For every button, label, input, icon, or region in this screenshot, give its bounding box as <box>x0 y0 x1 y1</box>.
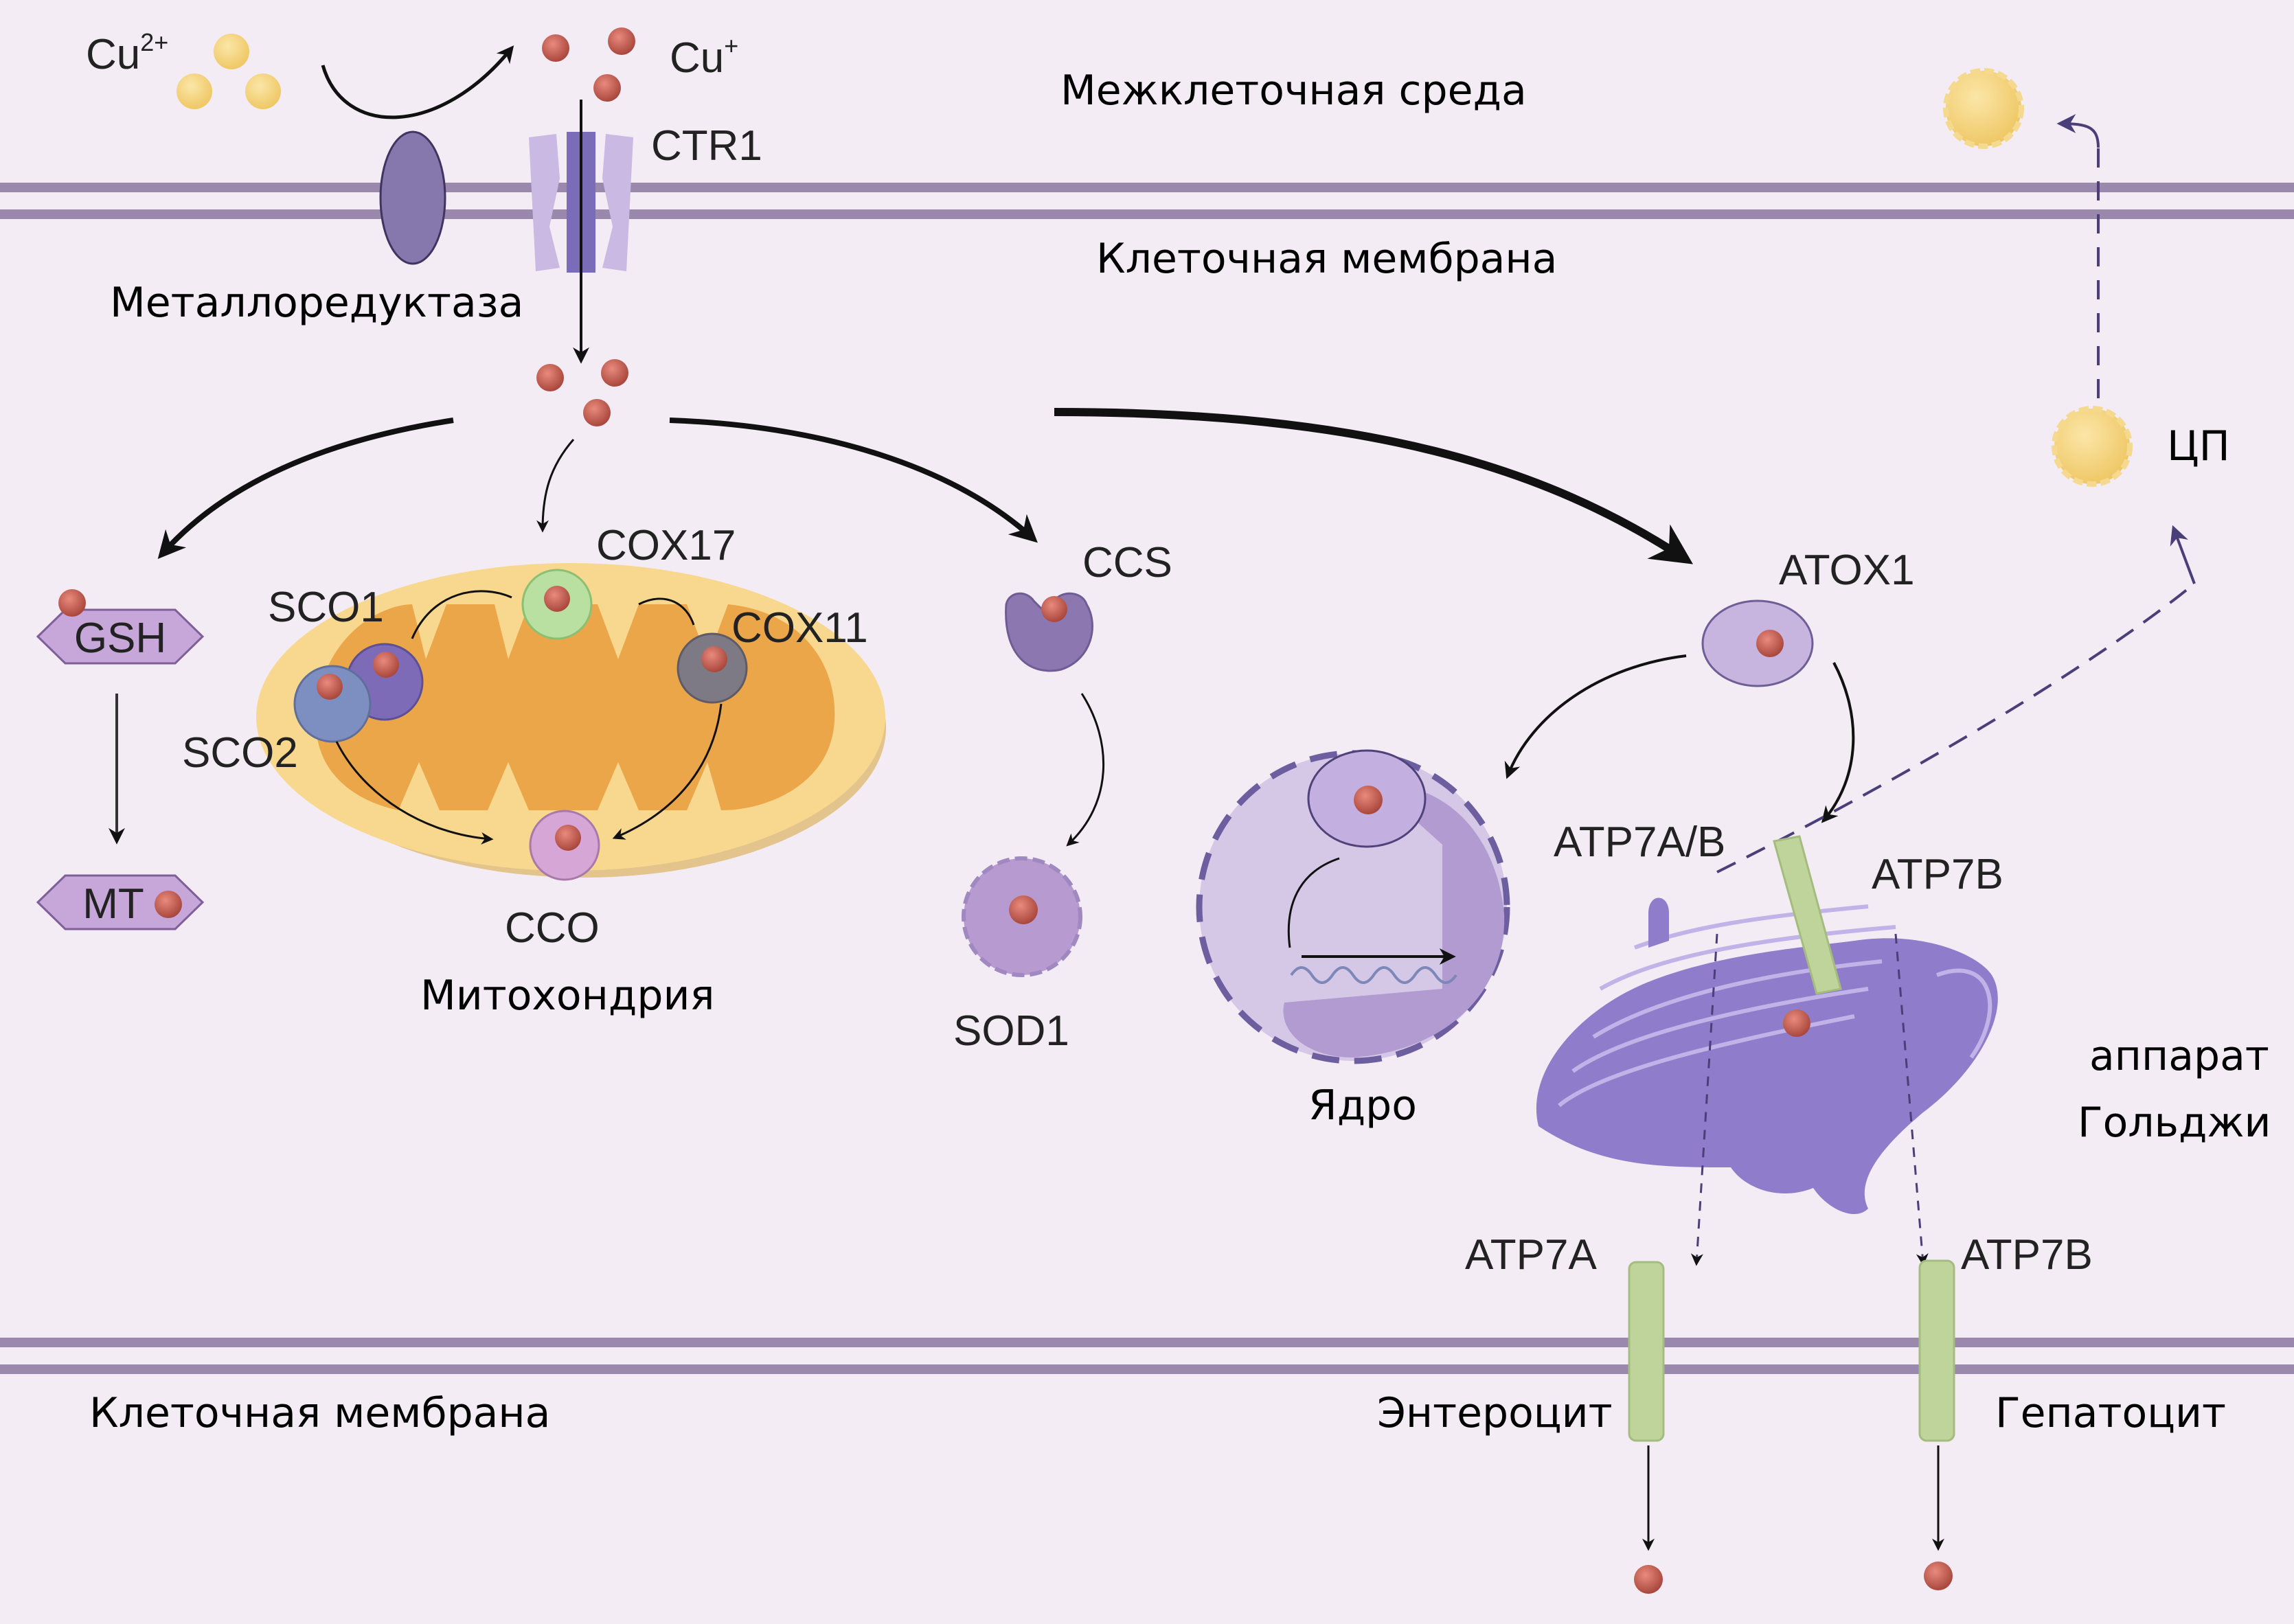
cco-label: CCO <box>505 904 600 952</box>
reduction-arrow <box>321 45 514 119</box>
arrow-to-gsh <box>157 418 454 560</box>
atp7b-golgi-label: ATP7B <box>1872 851 2003 898</box>
atp7a-label: ATP7A <box>1465 1231 1597 1279</box>
bottom-cell-membrane <box>0 1338 2294 1374</box>
atox1-to-nucleus-arrow <box>1504 654 1687 779</box>
arrow-to-ccs <box>669 418 1038 543</box>
golgi-apparatus <box>1536 897 1998 1215</box>
atox1-to-atp7ab-arrow <box>1821 662 1855 823</box>
sod1 <box>962 856 1082 977</box>
atp7ab-golgi-transporter <box>1773 835 1842 995</box>
cox17-cox11-link <box>638 597 695 626</box>
sco2-label: SCO2 <box>182 729 298 777</box>
ceruloplasmin-secreted <box>1943 68 2024 149</box>
membrane-top-label: Клеточная мембрана <box>1096 235 1557 283</box>
metalloreductase <box>379 130 446 265</box>
secretion-dashed-path <box>1716 582 2196 873</box>
ccs <box>1005 592 1093 672</box>
nucleus-signal-arrow <box>1287 857 1340 948</box>
cox17-label: COX17 <box>596 522 736 569</box>
exported-cu-enterocyte <box>1634 1565 1663 1594</box>
cu2-label: Cu2+ <box>86 28 168 78</box>
atp7ab-label: ATP7A/B <box>1554 819 1725 866</box>
atox1 <box>1701 599 1814 687</box>
cox11-label: COX11 <box>731 604 868 652</box>
dna-helix-icon <box>1290 966 1457 984</box>
sco2-to-cco-arrow <box>335 741 494 845</box>
cox11-to-cco-arrow <box>612 703 723 840</box>
metalloreductase-label: Металлоредуктаза <box>110 279 523 327</box>
golgi-label-line1: аппарат <box>2089 1032 2269 1080</box>
arrow-to-atox1 <box>1054 408 1694 564</box>
sod1-label: SOD1 <box>953 1007 1069 1055</box>
ctr1-label: CTR1 <box>651 122 762 170</box>
golgi-to-atp7b-path <box>1894 933 1929 1266</box>
nucleus <box>1196 749 1510 1064</box>
exported-cu-hepatocyte <box>1924 1562 1953 1590</box>
cu1-ions <box>542 27 635 102</box>
mitochondria-label: Митохондрия <box>420 972 715 1020</box>
gsh-label: GSH <box>74 615 166 662</box>
ceruloplasmin-intracellular <box>2052 406 2133 487</box>
sco1-cox17-link <box>411 590 512 639</box>
arrow-to-cox17 <box>536 439 575 533</box>
ceruloplasmin-export-arrowhead <box>2056 114 2100 148</box>
golgi-label-line2: Гольджи <box>2078 1099 2271 1147</box>
intracellular-cu-ions <box>536 359 628 426</box>
mt-label: MT <box>82 880 144 928</box>
ceruloplasmin-label: ЦП <box>2167 422 2230 470</box>
nucleus-label: Ядро <box>1308 1082 1417 1130</box>
cox17 <box>521 569 593 640</box>
enterocyte-label: Энтероцит <box>1377 1389 1613 1437</box>
sco1-label: SCO1 <box>268 584 384 631</box>
atp7b-transporter <box>1918 1259 1955 1442</box>
cox11 <box>677 632 748 704</box>
golgi-cu-ion <box>1783 1009 1810 1037</box>
ccs-label: CCS <box>1082 539 1172 586</box>
atp7a-transporter <box>1628 1261 1665 1442</box>
cco <box>529 810 600 881</box>
atox1-label: ATOX1 <box>1779 547 1915 594</box>
hepatocyte-label: Гепатоцит <box>1995 1389 2226 1437</box>
secretion-arrowhead-lower <box>2170 525 2196 584</box>
cu2-ions <box>177 34 281 109</box>
ccs-to-sod1-arrow <box>1066 693 1105 847</box>
extracellular-label: Межклеточная среда <box>1060 67 1527 115</box>
atp7b-label: ATP7B <box>1961 1231 2093 1279</box>
cu1-label: Cu+ <box>670 32 738 82</box>
gsh: GSH <box>36 589 205 665</box>
golgi-to-atp7a-path <box>1690 933 1718 1266</box>
mt: MT <box>36 874 205 930</box>
sco2 <box>293 665 372 743</box>
membrane-bottom-label: Клеточная мембрана <box>89 1389 550 1437</box>
top-cell-membrane <box>0 183 2294 219</box>
